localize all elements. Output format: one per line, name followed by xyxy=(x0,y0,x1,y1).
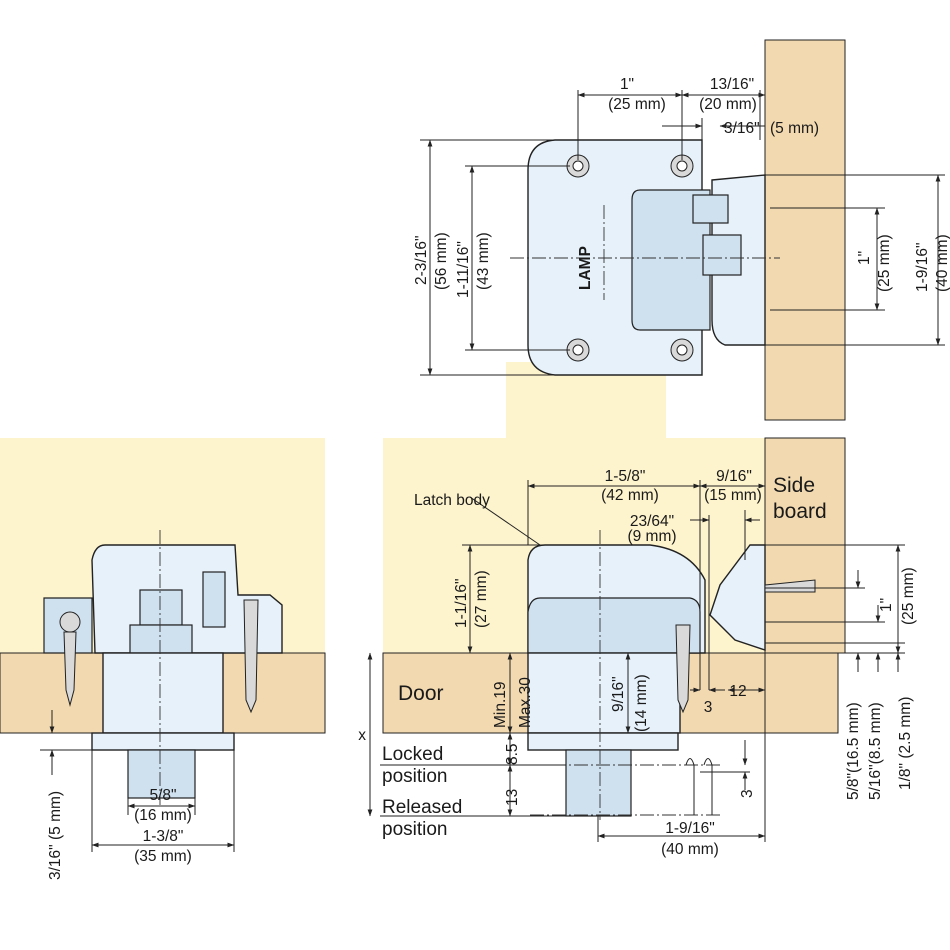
front-screw-2 xyxy=(243,599,259,714)
strike-screw xyxy=(764,579,816,593)
dim-screw-height: 5/8"(16.5 mm) xyxy=(845,702,862,800)
dim-stroke: 13 xyxy=(504,789,521,806)
door-screw xyxy=(675,624,691,714)
dim-gap-mm: (5 mm) xyxy=(770,120,819,137)
front-recess xyxy=(102,652,224,734)
label-locked-line2: position xyxy=(382,766,448,787)
dim-hole-to-edge-mm: (20 mm) xyxy=(699,96,757,113)
catch-block xyxy=(692,194,729,224)
dim-plate-height-in: 2-3/16" xyxy=(413,236,430,285)
dim-flange-width-in: 1-3/8" xyxy=(143,828,184,845)
dim-body-height-in: 1-1/16" xyxy=(453,579,470,628)
dim-plate-gap: 1/8" (2.5 mm) xyxy=(897,697,914,790)
dim-body-length-mm: (42 mm) xyxy=(601,487,659,504)
dim-tongue-height: 5/16"(8.5 mm) xyxy=(867,702,884,800)
label-door: Door xyxy=(398,682,444,705)
latch-housing xyxy=(631,189,711,331)
dim-strike-side-in: 1" xyxy=(878,598,895,612)
dim-strike-side-mm: (25 mm) xyxy=(900,567,917,625)
label-side-board-line2: board xyxy=(773,500,827,523)
front-slot xyxy=(202,571,226,628)
dim-locked-offset: 8.5 xyxy=(504,743,521,765)
dim-strike-height-mm: (40 mm) xyxy=(934,234,950,292)
front-view-latch xyxy=(43,530,283,805)
door-recess-part xyxy=(527,652,681,734)
dim-door-min: Min.19 xyxy=(492,681,509,728)
latch-body-inner xyxy=(527,597,701,654)
front-view-dimensions xyxy=(40,710,235,852)
dim-plunger-width-mm: (16 mm) xyxy=(134,807,192,824)
dim-flange-width-mm: (35 mm) xyxy=(134,848,192,865)
dim-flange-thickness: 3/16" (5 mm) xyxy=(47,791,64,880)
side-view-latch xyxy=(527,530,816,820)
dim-body-height-mm: (27 mm) xyxy=(473,570,490,628)
front-button xyxy=(139,589,183,626)
dim-gap-12: 12 xyxy=(729,683,746,700)
label-latch-body: Latch body xyxy=(414,492,490,509)
dim-hole-pitch-in: 1-11/16" xyxy=(455,241,472,298)
side-plunger xyxy=(565,749,632,817)
front-plunger-top xyxy=(129,624,193,654)
dim-catch-offset-in: 23/64" xyxy=(630,513,674,530)
dim-strike-hole-in: 1" xyxy=(856,251,873,265)
dim-door-max: Max.30 xyxy=(517,677,534,728)
dim-reach-in: 1-9/16" xyxy=(665,820,714,837)
dim-body-to-board-mm: (15 mm) xyxy=(704,487,762,504)
label-released-line1: Released xyxy=(382,797,462,818)
top-view-dimensions xyxy=(420,90,945,376)
dim-strike-height-in: 1-9/16" xyxy=(914,243,931,292)
label-side-board-line1: Side xyxy=(773,474,815,497)
label-released-line2: position xyxy=(382,819,448,840)
dim-hole-spacing-in: 1" xyxy=(620,76,634,93)
dim-gap-in: 3/16" xyxy=(724,120,760,137)
dim-plate-height-mm: (56 mm) xyxy=(433,232,450,290)
label-x: x xyxy=(358,727,366,744)
dim-body-length-in: 1-5/8" xyxy=(605,468,646,485)
dim-body-to-board-in: 9/16" xyxy=(716,468,752,485)
dim-plunger-width-in: 5/8" xyxy=(149,787,176,804)
dim-hole-to-edge-in: 13/16" xyxy=(710,76,754,93)
dim-recess-depth-in: 9/16" xyxy=(610,676,627,712)
front-flange xyxy=(91,732,235,751)
brand-logo: LAMP xyxy=(577,246,594,290)
strike-plate-side xyxy=(709,544,766,651)
front-plunger xyxy=(127,749,196,799)
dim-recess-depth-mm: (14 mm) xyxy=(633,674,650,732)
dim-catch-offset-mm: (9 mm) xyxy=(627,528,676,545)
dim-strike-hole-mm: (25 mm) xyxy=(876,234,893,292)
side-flange xyxy=(527,732,679,751)
top-view-latch: LAMP xyxy=(510,139,780,376)
dim-reach-mm: (40 mm) xyxy=(661,841,719,858)
dim-hole-spacing-mm: (25 mm) xyxy=(608,96,666,113)
front-screw-1 xyxy=(63,631,77,707)
label-locked-line1: Locked xyxy=(382,744,443,765)
dim-hole-pitch-mm: (43 mm) xyxy=(475,232,492,290)
side-board-top-view xyxy=(764,39,846,421)
dim-catch-travel: 3 xyxy=(739,789,756,798)
dim-gap-3: 3 xyxy=(704,699,713,716)
front-screw-head xyxy=(59,611,81,633)
catch-tongue xyxy=(702,234,742,276)
side-view-dimensions xyxy=(367,480,905,842)
